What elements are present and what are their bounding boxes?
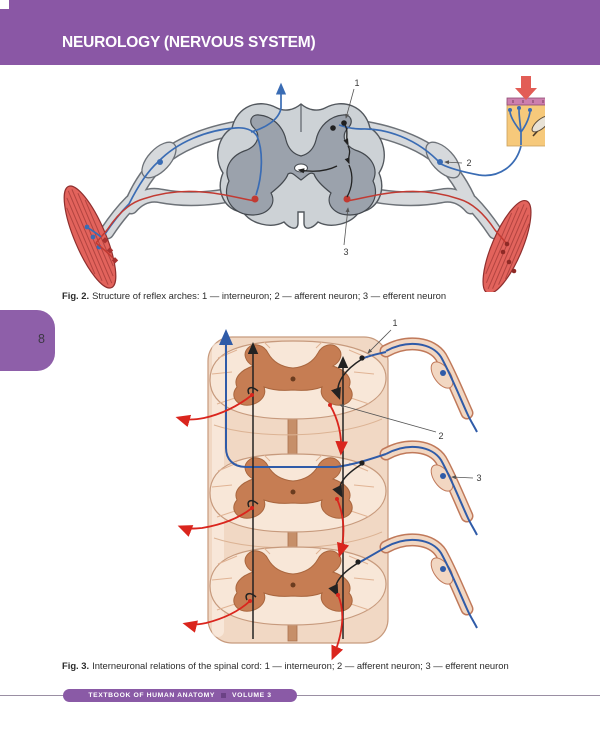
afferent-fiber-left xyxy=(104,126,263,235)
page-number-tab: 8 xyxy=(0,310,55,371)
ganglion-neuron-left xyxy=(157,159,163,165)
header-bar xyxy=(0,0,600,65)
page-title: NEUROLOGY (NERVOUS SYSTEM) xyxy=(62,34,316,51)
figure-2-reflex-arches: 1 2 3 xyxy=(55,72,589,294)
fig2-callouts: 1 2 3 xyxy=(343,78,471,257)
segment-3 xyxy=(209,546,387,626)
motoneuron-left xyxy=(251,195,259,203)
leader-line-1 xyxy=(367,329,392,354)
muscle-right xyxy=(482,200,532,294)
afferent-entry-3 xyxy=(359,546,387,563)
callout-3: 3 xyxy=(343,247,348,257)
muscle-left xyxy=(63,185,117,289)
spinal-ganglion-1 xyxy=(379,337,478,433)
efferent-fiber-left xyxy=(95,190,256,244)
fig3-caption-label: Fig. 3. xyxy=(62,660,90,671)
central-canal-3 xyxy=(290,582,296,588)
fig2-caption-label: Fig. 2. xyxy=(62,290,90,301)
leader-line-3 xyxy=(451,475,474,480)
reflex-arch-diagram: 1 2 3 xyxy=(63,75,589,294)
callout-2: 2 xyxy=(438,431,443,441)
gray-matter-1 xyxy=(233,344,353,406)
footer-volume: VOLUME 3 xyxy=(232,692,272,699)
segment-1 xyxy=(209,340,387,420)
callout-1: 1 xyxy=(392,318,397,328)
afferent-entry-1 xyxy=(363,351,387,359)
motor-endplates-right xyxy=(500,241,517,274)
interneuron xyxy=(297,120,353,198)
spinal-ganglion-3 xyxy=(379,533,478,629)
separator-square-icon xyxy=(221,693,227,698)
page-number: 8 xyxy=(38,332,45,346)
footer-banner: TEXTBOOK OF HUMAN ANATOMY VOLUME 3 xyxy=(63,689,297,702)
ganglion-neuron-1 xyxy=(440,370,446,376)
header-corner-notch xyxy=(0,0,9,9)
spinal-cord-segments-diagram: 1 2 3 xyxy=(175,318,482,661)
stimulus-arrow-icon xyxy=(515,76,537,100)
leader-line-2 xyxy=(339,404,437,433)
fig3-caption: Fig. 3.Interneuronal relations of the sp… xyxy=(62,660,562,671)
ganglion-neuron-right xyxy=(437,159,443,165)
callout-1: 1 xyxy=(354,78,359,88)
central-canal-1 xyxy=(290,376,296,382)
ganglion-neuron-2 xyxy=(440,473,446,479)
footer-rule xyxy=(0,695,600,696)
leader-line-1 xyxy=(345,88,355,119)
fig3-caption-text: Interneuronal relations of the spinal co… xyxy=(92,660,509,671)
leader-line-3 xyxy=(343,207,350,246)
central-canal-2 xyxy=(290,489,296,495)
efferent-fiber-right xyxy=(346,190,507,244)
ascending-afferent-arrow xyxy=(219,329,387,468)
callout-3: 3 xyxy=(476,473,481,483)
motoneuron-right xyxy=(343,195,351,203)
interneurons xyxy=(245,355,365,601)
fig3-callouts: 1 2 3 xyxy=(339,318,482,483)
ascending-tract-arrow xyxy=(250,82,287,133)
efferent-arrows xyxy=(175,393,350,661)
fig2-caption-text: Structure of reflex arches: 1 — interneu… xyxy=(92,290,447,301)
free-nerve-endings xyxy=(508,106,532,145)
footer-book-title: TEXTBOOK OF HUMAN ANATOMY xyxy=(88,692,216,699)
leader-line-2 xyxy=(444,160,463,165)
spinal-ganglion-2 xyxy=(379,440,478,536)
striations-3 xyxy=(211,547,375,611)
gray-matter-3 xyxy=(233,550,353,612)
fig2-caption: Fig. 2.Structure of reflex arches: 1 — i… xyxy=(62,290,562,301)
ganglion-neuron-3 xyxy=(440,566,446,572)
figure-3-interneuronal-relations: 1 2 3 xyxy=(140,313,500,661)
skin-receptor xyxy=(506,75,589,147)
callout-2: 2 xyxy=(466,158,471,168)
